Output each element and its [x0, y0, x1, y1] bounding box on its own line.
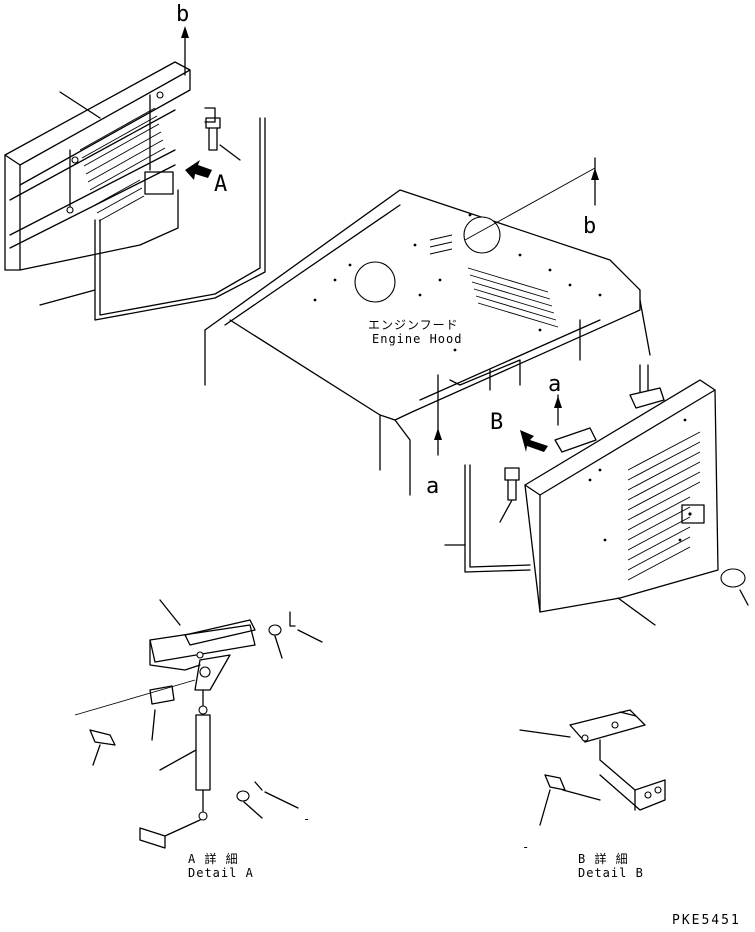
view-b-arrow: [520, 430, 548, 452]
panel-bolt: [504, 467, 520, 501]
detail-a-drawing: [74, 599, 323, 849]
detail-b-label-jp: B 詳 細: [578, 852, 629, 866]
label-b-right: b: [583, 214, 597, 239]
engine-hood: [204, 189, 651, 496]
leader-line: [39, 289, 96, 306]
detail-a-label-jp: A 詳 細: [188, 852, 239, 866]
engine-hood-label-en: Engine Hood: [372, 332, 463, 346]
stray-mark: -: [522, 840, 531, 854]
arrow-a-center: [434, 374, 442, 456]
label-b-top: b: [176, 2, 190, 27]
label-view-b: B: [490, 410, 504, 435]
stray-mark: -: [303, 812, 312, 826]
detail-b-drawing: [519, 709, 666, 826]
engine-hood-label-jp: エンジンフード: [368, 318, 459, 332]
detail-a-label-en: Detail A: [188, 866, 254, 880]
drawing-code: PKE5451: [672, 913, 741, 928]
arrow-b-right: [464, 157, 599, 241]
label-a-center: a: [426, 474, 440, 499]
bolt: [204, 107, 221, 151]
leader-line: [499, 499, 513, 523]
arrow-a-right: [554, 394, 562, 426]
leader-line: [59, 91, 101, 119]
label-view-a: A: [214, 172, 228, 197]
screen-frame: [4, 61, 191, 271]
panel-rod: [464, 464, 531, 573]
support-rod: [94, 117, 266, 321]
view-a-arrow: [185, 160, 212, 180]
leader-line: [219, 144, 241, 161]
side-cover-panel: [524, 364, 719, 613]
label-a-right: a: [548, 372, 562, 397]
detail-b-label-en: Detail B: [578, 866, 644, 880]
leader-line: [617, 597, 656, 626]
arrow-b-top: [181, 26, 189, 76]
knob: [720, 568, 749, 606]
